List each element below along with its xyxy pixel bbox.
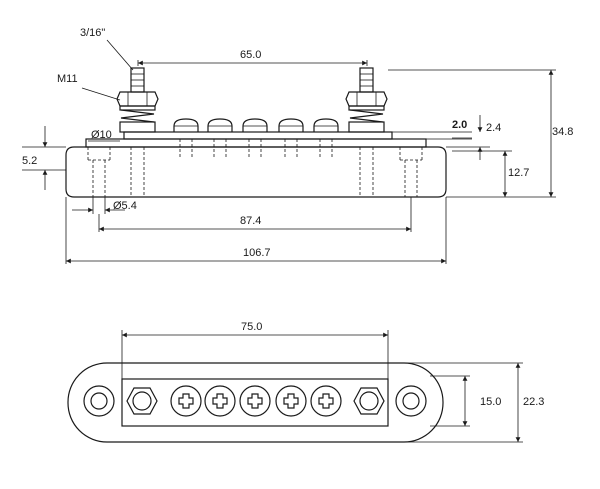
left-mount-hole [83, 385, 115, 417]
label-screw-gap: 2.0 [452, 119, 467, 131]
label-hole-dia: Ø10 [91, 129, 112, 141]
dim-87-4: 87.4 [98, 197, 412, 232]
label-hole-spacing: 87.4 [240, 215, 261, 227]
dim-small-hole: Ø5.4 [72, 197, 137, 214]
dim-65: 65.0 [137, 49, 368, 66]
top-view-plate [121, 378, 389, 427]
label-base-height: 12.7 [508, 167, 529, 179]
screw-5 [313, 118, 339, 158]
left-end-hole [87, 147, 111, 197]
right-mount-hole [395, 385, 427, 417]
label-overall-length: 106.7 [243, 247, 271, 259]
screw-1 [173, 118, 199, 158]
screw-4 [278, 118, 304, 158]
top-view-body [67, 362, 444, 443]
nut-thread-callout: M11 [57, 73, 121, 101]
plate-raised [123, 131, 393, 140]
label-overall-width: 22.3 [523, 396, 544, 408]
dim-top-plate: 2.4 [446, 115, 501, 160]
dim-75: 75.0 [121, 321, 389, 379]
label-top-plate: 2.4 [486, 122, 501, 134]
top-plate [85, 138, 427, 148]
phillips-screw-2 [204, 385, 236, 417]
label-overall-height: 34.8 [552, 126, 573, 138]
screw-heads [173, 118, 339, 158]
label-bar-length: 75.0 [241, 321, 262, 333]
label-small-hole-dia: Ø5.4 [113, 200, 137, 212]
phillips-screw-5 [310, 385, 342, 417]
right-hex-nut [353, 387, 385, 415]
phillips-screw-4 [275, 385, 307, 417]
left-stud [116, 67, 159, 195]
label-nut-thread: M11 [57, 73, 78, 85]
top-view: 75.0 15.0 22.3 [67, 321, 544, 443]
phillips-screws [170, 385, 342, 417]
right-stud [345, 67, 388, 195]
dim-5-2: 5.2 [22, 126, 66, 190]
side-view: 65.0 3/16" M11 Ø10 5.2 [22, 27, 573, 264]
dim-base-height: 12.7 [446, 150, 529, 198]
dim-overall-height: 34.8 [388, 69, 573, 198]
label-width-top: 65.0 [240, 49, 261, 61]
phillips-screw-3 [239, 385, 271, 417]
label-bar-width: 15.0 [480, 396, 501, 408]
dim-106-7: 106.7 [65, 197, 447, 264]
label-stud-size: 3/16" [80, 27, 105, 39]
base-block [65, 146, 447, 198]
dim-15: 15.0 [430, 375, 501, 427]
left-hex-nut [126, 387, 158, 415]
phillips-screw-1 [170, 385, 202, 417]
dim-screw-gap: 2.0 [392, 119, 472, 140]
right-end-hole [399, 147, 423, 197]
label-thickness-left: 5.2 [22, 155, 37, 167]
screw-2 [207, 118, 233, 158]
stud-size-callout: 3/16" [80, 27, 134, 71]
screw-3 [242, 118, 268, 158]
dim-hole-dia: Ø10 [88, 129, 120, 142]
dim-22-3: 22.3 [406, 362, 544, 443]
